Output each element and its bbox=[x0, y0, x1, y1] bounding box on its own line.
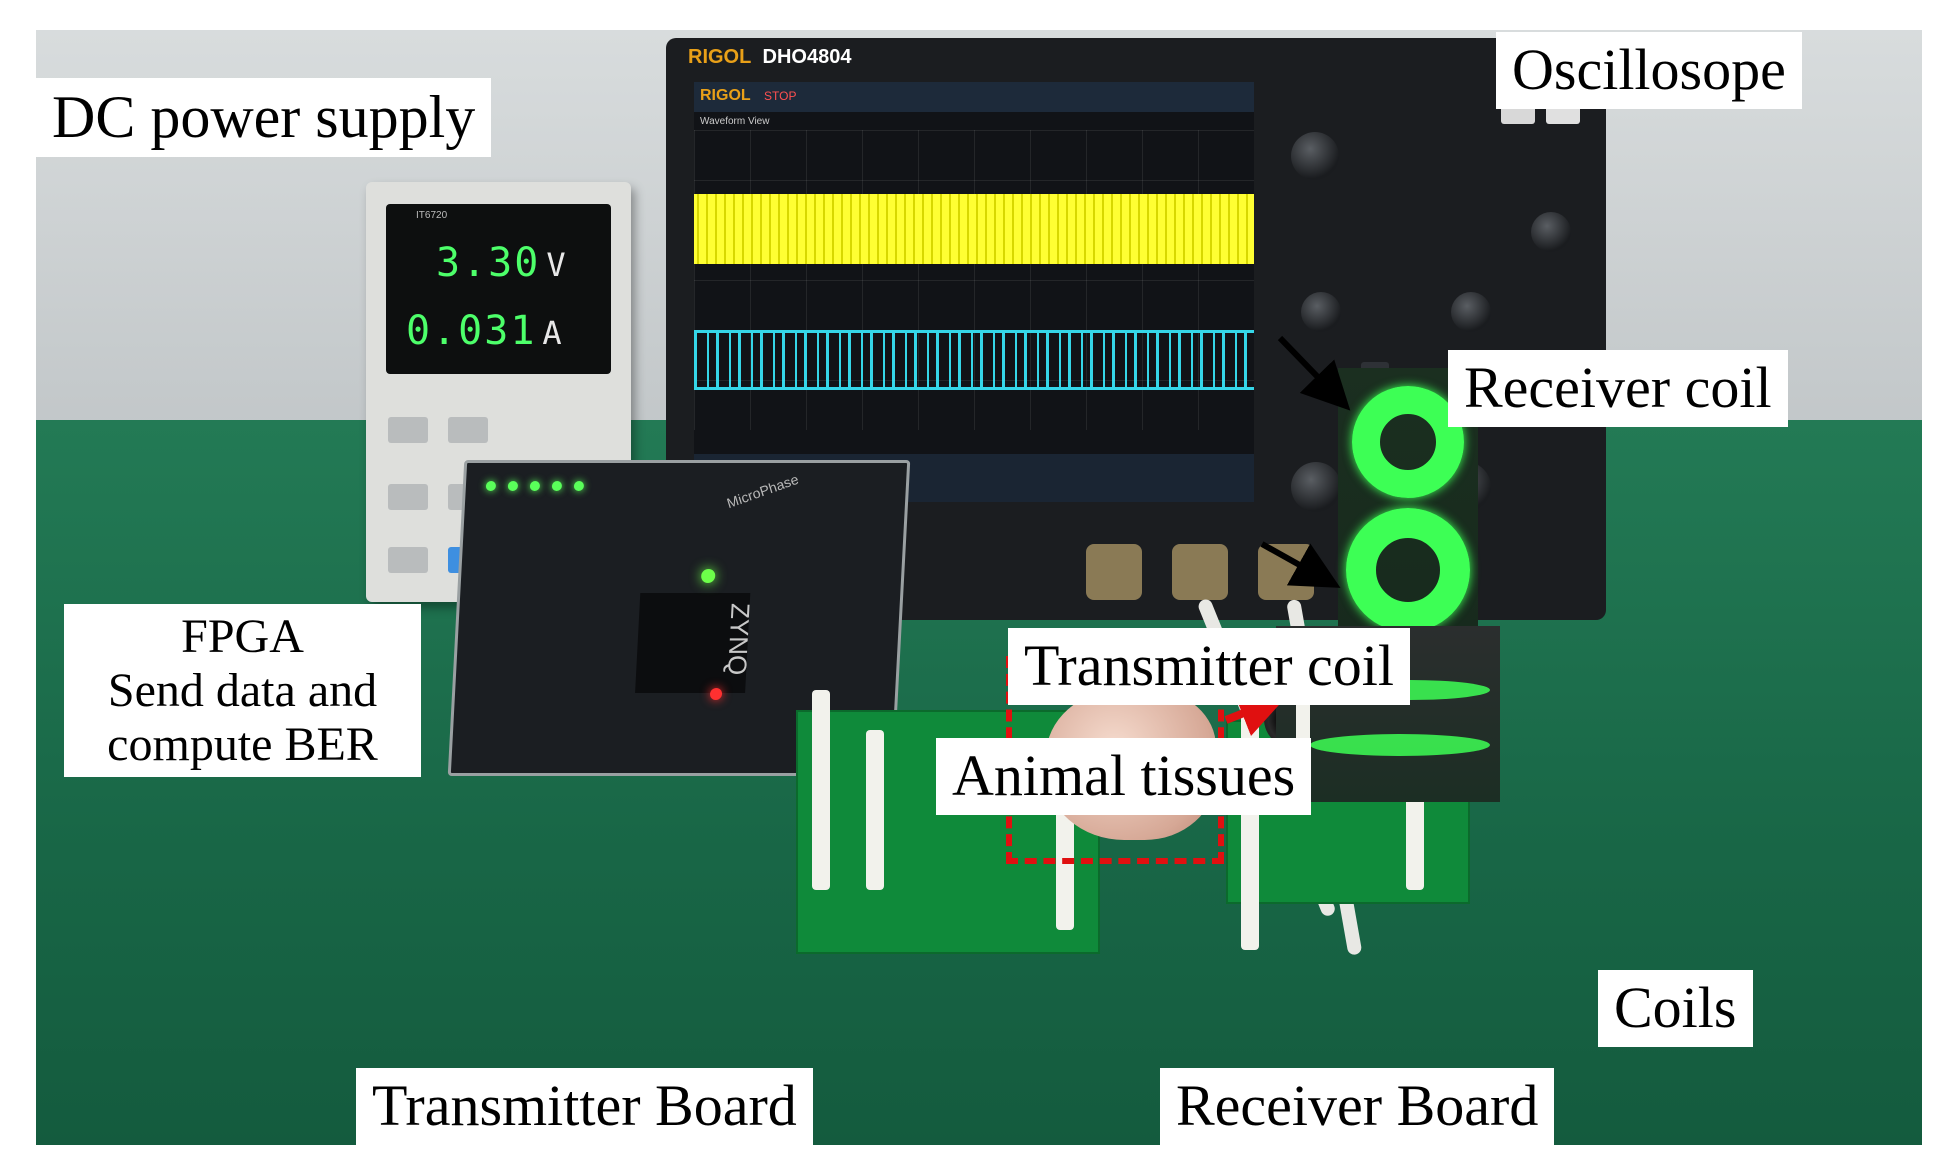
psu-current-value: 0.031 bbox=[406, 308, 537, 354]
coils-red-arrow bbox=[1224, 691, 1287, 737]
channel2-trace bbox=[694, 330, 1254, 390]
arrows-overlay bbox=[1224, 335, 1351, 737]
scope-horizontal-position-knob[interactable] bbox=[1451, 292, 1491, 332]
label-dc-power-supply: DC power supply bbox=[36, 78, 492, 158]
receiver-coil-arrow bbox=[1277, 335, 1351, 411]
lower-coil-side bbox=[1310, 734, 1490, 756]
psu-current-unit: A bbox=[542, 314, 564, 352]
channel1-trace bbox=[694, 194, 1254, 264]
scope-brand: RIGOL DHO4804 bbox=[688, 46, 851, 69]
scope-trigger-knob[interactable] bbox=[1531, 212, 1571, 252]
label-fpga-line1: FPGA bbox=[181, 610, 304, 663]
tx-standoff-2 bbox=[866, 730, 884, 890]
psu-model-text: IT6720 bbox=[416, 210, 448, 221]
scope-vertical-scale-knob[interactable] bbox=[1291, 462, 1341, 512]
tx-standoff-1 bbox=[812, 690, 830, 890]
scope-input-ch2 bbox=[1172, 544, 1228, 600]
label-animal-tissues: Animal tissues bbox=[936, 738, 1312, 815]
scope-logo: RIGOL bbox=[700, 87, 751, 104]
psu-prog-button[interactable] bbox=[448, 417, 488, 443]
label-oscilloscope: Oscillosope bbox=[1496, 32, 1802, 109]
label-transmitter-board: Transmitter Board bbox=[356, 1068, 813, 1145]
scope-model-text: DHO4804 bbox=[762, 46, 852, 68]
psu-enter-button[interactable] bbox=[388, 484, 428, 510]
label-receiver-coil: Receiver coil bbox=[1448, 350, 1788, 427]
label-coils: Coils bbox=[1598, 970, 1753, 1047]
scope-view-title: Waveform View bbox=[700, 116, 770, 127]
scope-input-ch1 bbox=[1086, 544, 1142, 600]
scope-top-bar: RIGOL STOP bbox=[694, 82, 1254, 112]
label-fpga-line2: Send data and bbox=[107, 663, 378, 717]
label-fpga: FPGA Send data and compute BER bbox=[64, 604, 421, 778]
scope-brand-text: RIGOL bbox=[688, 46, 751, 68]
scope-status: STOP bbox=[764, 89, 797, 103]
label-receiver-board: Receiver Board bbox=[1160, 1068, 1555, 1145]
psu-onoff-button[interactable] bbox=[388, 547, 428, 573]
label-transmitter-coil: Transmitter coil bbox=[1008, 628, 1411, 705]
scope-screen: RIGOL STOP Waveform View bbox=[694, 82, 1254, 502]
scope-multipurpose-knob[interactable] bbox=[1291, 132, 1339, 180]
scope-vertical-position-knob[interactable] bbox=[1301, 292, 1341, 332]
transmitter-coil-arrow bbox=[1260, 541, 1341, 588]
psu-voltage-unit: V bbox=[546, 246, 568, 284]
psu-voltage-value: 3.30 bbox=[436, 240, 541, 286]
label-fpga-line3: compute BER bbox=[107, 717, 378, 771]
psu-save-button[interactable] bbox=[388, 417, 428, 443]
